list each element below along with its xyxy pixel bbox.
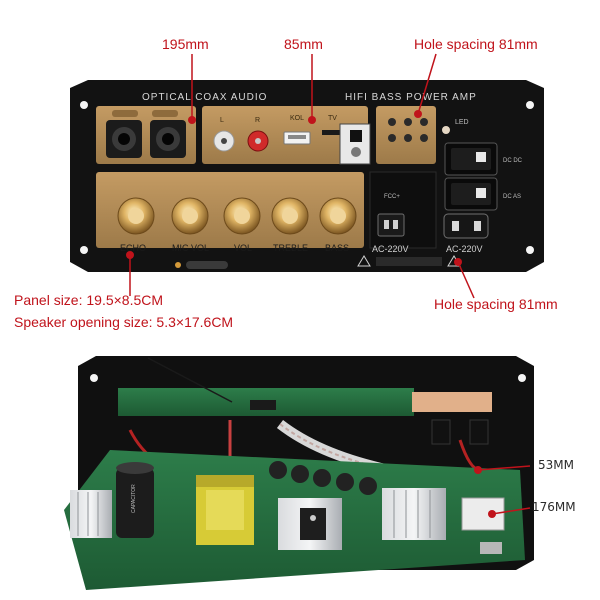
knob-vol [223, 197, 261, 235]
heatsink-left [70, 490, 112, 538]
knob-bass [319, 197, 357, 235]
knob-mic-vol [171, 197, 209, 235]
mic-jack-right [150, 120, 186, 158]
mounting-hole [80, 101, 88, 109]
annotation-depth-176: 176MM [532, 500, 576, 514]
mounting-hole [518, 374, 526, 382]
capacitor: CAPACITOR [116, 462, 154, 538]
small-capacitor [291, 465, 309, 483]
knob-label-echo: ECHO [120, 243, 146, 253]
knob-label-bass: BASS [325, 243, 349, 253]
rca-right-label: R [255, 117, 260, 124]
annotation-speaker-opening: Speaker opening size: 5.3×17.6CM [14, 314, 234, 330]
dc-socket [377, 213, 405, 237]
small-capacitor [359, 477, 377, 495]
rca-left-label: L [220, 117, 224, 124]
led-label: LED [455, 119, 469, 126]
rca-right-red [247, 130, 269, 152]
led-indicator [388, 118, 396, 126]
transformer [196, 475, 254, 545]
mounting-hole [526, 246, 534, 254]
annotation-panel-size: Panel size: 19.5×8.5CM [14, 292, 164, 308]
brand-logo [175, 261, 228, 269]
annotation-hole-spacing-top: Hole spacing 81mm [414, 36, 538, 52]
usb-label: KOL [290, 115, 304, 122]
small-capacitor [269, 461, 287, 479]
ac-socket [443, 213, 489, 239]
led-indicator [388, 134, 396, 142]
small-capacitor [313, 469, 331, 487]
annotation-width-85: 85mm [284, 36, 323, 52]
tv-label: TV [328, 115, 337, 122]
annotation-hole-spacing-bottom: Hole spacing 81mm [434, 296, 558, 312]
tf-card-slot [322, 130, 350, 135]
mounting-hole [80, 246, 88, 254]
led-indicator [404, 134, 412, 142]
ac-label-left: AC-220V [372, 244, 409, 254]
svg-text:CAPACITOR: CAPACITOR [131, 484, 137, 513]
marker-line-176 [491, 507, 531, 515]
led-indicator [420, 118, 428, 126]
white-connector [461, 497, 505, 531]
knob-label-vol: VOL [234, 243, 252, 253]
knob-echo [117, 197, 155, 235]
marker-line-53 [477, 465, 531, 471]
marker-line-hole-bottom [457, 261, 475, 299]
knob-label-mic-vol: MIC VOL [172, 243, 209, 253]
mic-jack-left [106, 120, 142, 158]
annotation-depth-53: 53MM [538, 458, 574, 472]
switch-label-bottom: DC AS [503, 194, 521, 200]
ac-label-right: AC-220V [446, 244, 483, 254]
header-left-text: OPTICAL COAX AUDIO [142, 92, 267, 103]
dc-socket-plate [369, 171, 437, 249]
marker-line-hole-top [417, 53, 437, 115]
mounting-hole [526, 101, 534, 109]
switch-label-top: DC DC [503, 158, 523, 164]
led-indicator [420, 134, 428, 142]
rca-left-white [213, 130, 235, 152]
annotation-width-195: 195mm [162, 36, 209, 52]
knob-label-treble: TREBLE [273, 243, 308, 253]
dc-socket-small-label: FCC+ [384, 194, 400, 200]
header-right-text: HIFI BASS POWER AMP [345, 92, 477, 103]
led-indicator [404, 118, 412, 126]
heatsink-right [382, 488, 446, 540]
rocker-switch-bottom [444, 177, 498, 211]
mounting-hole [90, 374, 98, 382]
knob-treble [271, 197, 309, 235]
warning-triangle-icon [357, 255, 371, 267]
small-capacitor [336, 473, 354, 491]
rocker-switch-top [444, 142, 498, 176]
